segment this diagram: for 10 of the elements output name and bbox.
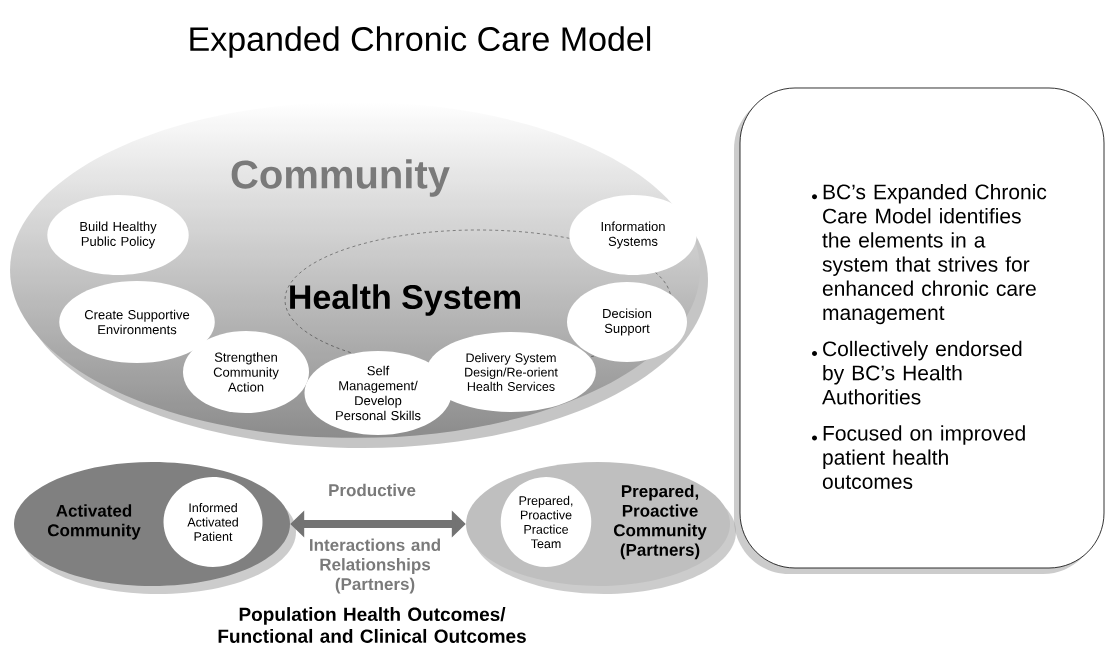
interaction-label: Productive — [329, 483, 416, 497]
title: Expanded Chronic Care Model — [190, 26, 651, 58]
community-heading: Community — [231, 159, 450, 197]
health-system-heading: Health System — [290, 284, 520, 316]
interaction-label: Interactions and Relationships (Partners) — [310, 538, 440, 594]
bullet-panel: BC’s Expanded Chronic Care Model identifies the elements in a system that strives for enhanced chronic care management Collectively endorsed by BC’s Health Authorities Focused on improved patient health outcomes — [734, 87, 1105, 574]
node-label: Self Management/ Develop Personal Skills — [336, 365, 421, 421]
outcomes-label: Population Health Outcomes/ Functional and Clinical Outcomes — [218, 607, 526, 643]
node-label: Delivery System Design/Re-orient Health Services — [465, 353, 558, 391]
node-label: Information Systems — [601, 221, 665, 249]
